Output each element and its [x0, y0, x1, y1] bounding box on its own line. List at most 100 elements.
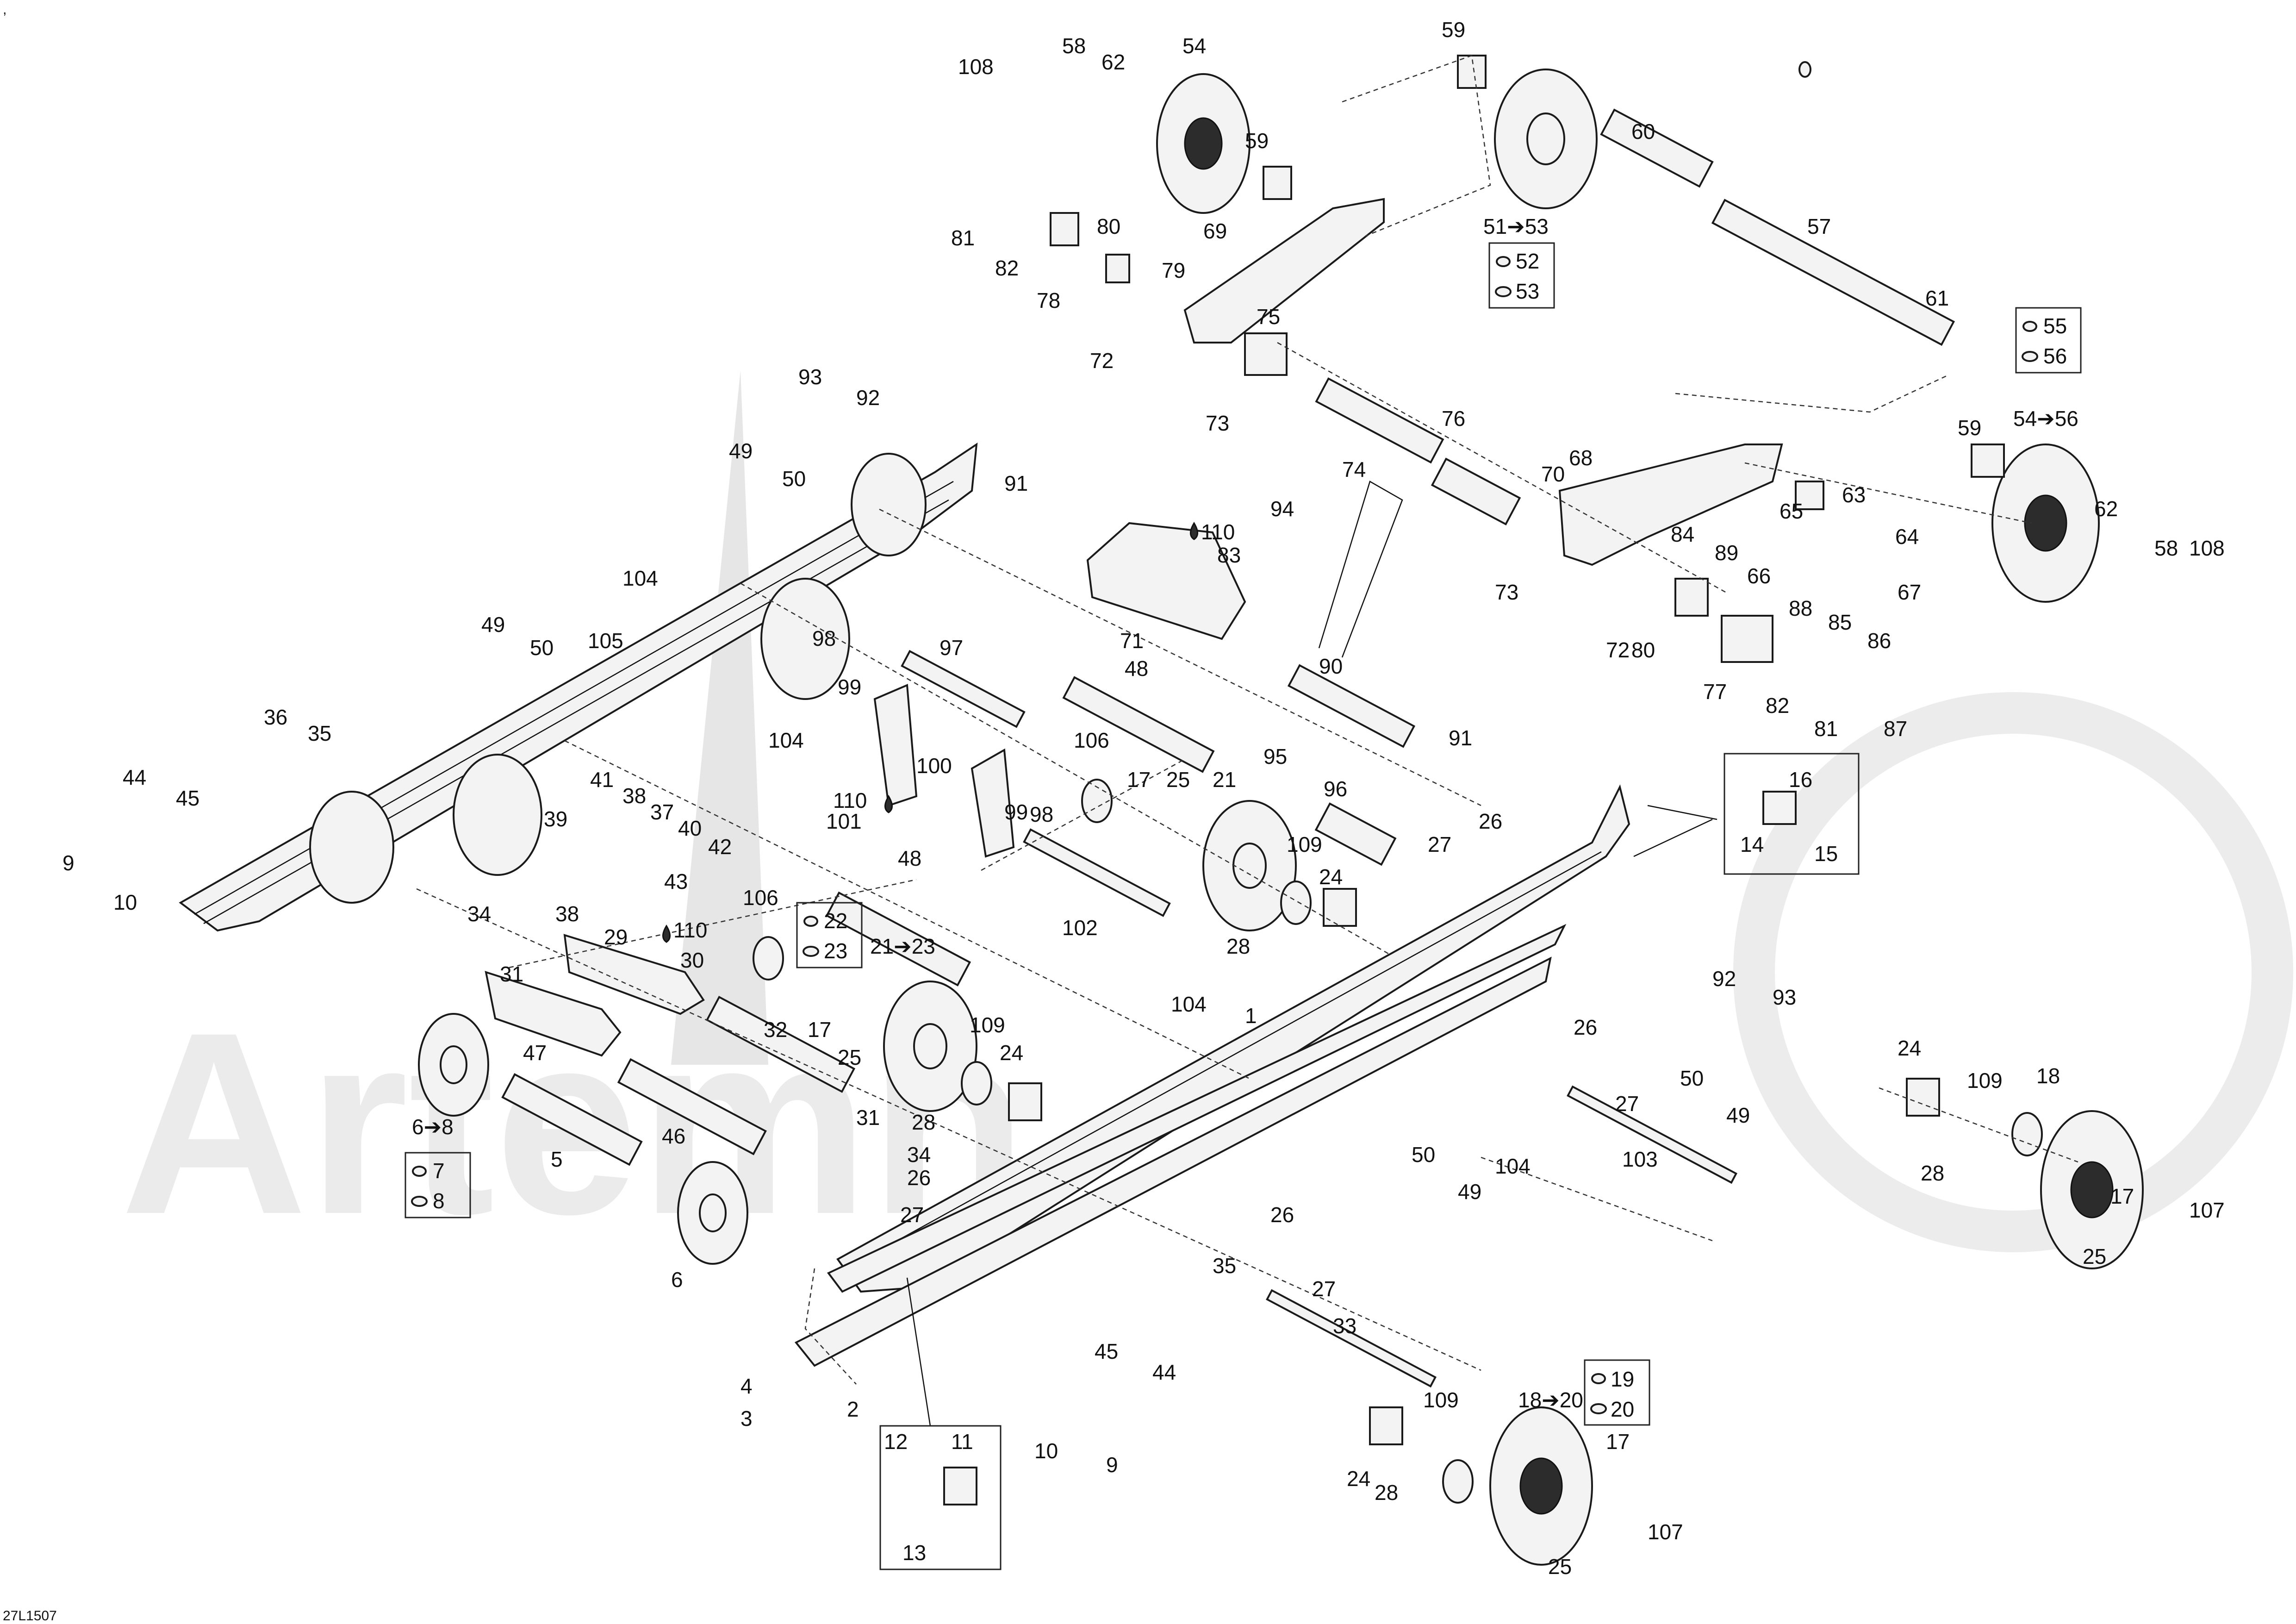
- wheel-rail-left: [309, 453, 927, 904]
- callout-89: 89: [1715, 541, 1738, 565]
- callout-59b: 59: [1245, 129, 1269, 153]
- callout-30: 30: [680, 948, 704, 972]
- callout-94: 94: [1270, 497, 1294, 521]
- callout-58b: 58: [2154, 536, 2178, 560]
- callout-104d: 104: [1495, 1154, 1531, 1178]
- kit-7: 7: [433, 1159, 445, 1183]
- callout-1: 1: [1245, 1004, 1257, 1028]
- callout-36: 36: [264, 705, 287, 729]
- callout-27a: 27: [1428, 832, 1451, 856]
- callout-70: 70: [1541, 462, 1565, 486]
- callout-35a: 35: [308, 721, 331, 745]
- callout-90: 90: [1319, 654, 1343, 678]
- callout-108a: 108: [958, 55, 994, 79]
- callout-41: 41: [590, 768, 614, 792]
- callout-2: 2: [847, 1397, 859, 1421]
- callout-98a: 98: [812, 626, 836, 650]
- callout-79: 79: [1162, 258, 1185, 282]
- callout-21: 21: [1213, 768, 1236, 792]
- callout-35b: 35: [1213, 1254, 1236, 1278]
- kit-15: 15: [1814, 842, 1838, 866]
- callout-73b: 73: [1495, 580, 1518, 604]
- callout-104c: 104: [1171, 992, 1207, 1016]
- callout-110c: 110: [673, 918, 707, 942]
- callout-106b: 106: [743, 886, 778, 910]
- callout-labels: 1 2 3 4 5 6 9 10 10 9 17 17 17 17 18 21 …: [3, 2, 2225, 1624]
- callout-105: 105: [588, 629, 623, 653]
- callout-107a: 107: [2189, 1198, 2225, 1222]
- callout-109d: 109: [1423, 1388, 1459, 1412]
- callout-73a: 73: [1206, 411, 1229, 435]
- kit-23: 23: [824, 939, 847, 963]
- wheel-54-right: [1991, 443, 2100, 603]
- callout-49d: 49: [1458, 1180, 1481, 1204]
- callout-39: 39: [544, 807, 567, 831]
- callout-4: 4: [740, 1374, 753, 1398]
- callout-24b: 24: [1000, 1041, 1023, 1065]
- callout-96: 96: [1324, 777, 1347, 801]
- callout-109b: 109: [970, 1013, 1005, 1037]
- arm-47: [485, 971, 622, 1057]
- callout-92b: 92: [1712, 967, 1736, 991]
- callout-82a: 82: [995, 256, 1019, 280]
- kit-22: 22: [824, 909, 847, 933]
- callout-62b: 62: [2094, 497, 2118, 521]
- kit-13: 13: [902, 1541, 926, 1565]
- callout-24c: 24: [1898, 1036, 1921, 1060]
- callout-83: 83: [1217, 543, 1241, 567]
- callout-107b: 107: [1648, 1520, 1683, 1544]
- callout-110a: 110: [1201, 520, 1235, 544]
- callout-26d: 26: [1270, 1203, 1294, 1227]
- rail-lower: [827, 924, 1567, 1293]
- callout-24a: 24: [1319, 865, 1343, 889]
- right-rail: [836, 784, 1630, 1293]
- callout-61: 61: [1925, 286, 1949, 310]
- callout-109a: 109: [1287, 832, 1322, 856]
- callout-104b: 104: [768, 728, 804, 752]
- callout-38b: 38: [555, 902, 579, 926]
- callout-50a: 50: [782, 467, 806, 491]
- callout-38a: 38: [622, 784, 646, 808]
- callout-81a: 81: [951, 226, 975, 250]
- callout-110b: 110: [833, 788, 867, 812]
- callout-47: 47: [523, 1041, 547, 1065]
- callout-44a: 44: [123, 765, 146, 789]
- callout-72b: 72: [1606, 638, 1630, 662]
- callout-100: 100: [916, 754, 952, 778]
- callout-68: 68: [1569, 446, 1593, 470]
- callout-75: 75: [1257, 305, 1280, 329]
- callout-26a: 26: [1479, 809, 1502, 833]
- callout-6: 6: [671, 1268, 683, 1292]
- callout-50d: 50: [1412, 1143, 1435, 1167]
- callout-101: 101: [826, 809, 862, 833]
- wheel-18-lower: [1489, 1406, 1593, 1566]
- callout-91a: 91: [1004, 471, 1028, 495]
- callout-28b: 28: [912, 1110, 935, 1134]
- wheel-21-left: [883, 981, 977, 1112]
- hardware: [753, 55, 2043, 1504]
- callout-49b: 49: [481, 612, 505, 637]
- wheel-6-left: [418, 1013, 489, 1117]
- callout-66: 66: [1747, 564, 1771, 588]
- callout-25a: 25: [1166, 768, 1190, 792]
- callout-108b: 108: [2189, 536, 2225, 560]
- kit-boxes: [404, 242, 2082, 1570]
- callout-34b: 34: [907, 1143, 931, 1167]
- callout-17c: 17: [2110, 1184, 2134, 1208]
- callout-92a: 92: [856, 386, 880, 410]
- callout-28d: 28: [1375, 1480, 1398, 1505]
- callout-60: 60: [1631, 119, 1655, 144]
- callout-65: 65: [1780, 499, 1803, 523]
- wheel-6-lower: [677, 1161, 748, 1265]
- callout-80a: 80: [1097, 214, 1120, 238]
- callout-25c: 25: [2083, 1244, 2106, 1268]
- kit-53: 53: [1516, 279, 1539, 303]
- callout-99a: 99: [838, 675, 861, 699]
- callout-5: 5: [551, 1147, 563, 1171]
- callout-85: 85: [1828, 610, 1852, 634]
- callout-58a: 58: [1062, 34, 1086, 58]
- callout-104a: 104: [622, 566, 658, 590]
- callout-57: 57: [1807, 214, 1831, 238]
- range-54-56: 54➔56: [2013, 406, 2078, 431]
